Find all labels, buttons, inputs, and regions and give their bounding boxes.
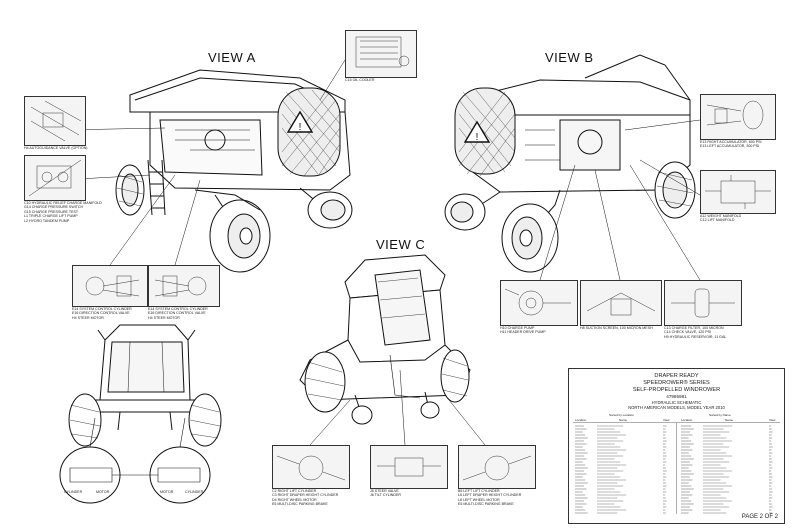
autoguidance-caption: H4 AUTOGUIDANCE VALVE (OPTION) [24, 146, 88, 150]
front-left-label-a: CYLINDER [64, 490, 83, 494]
page-number: PAGE 2 OF 2 [741, 514, 778, 520]
part-number: 47985981 [666, 394, 687, 399]
charge-pump-detail [500, 280, 578, 326]
oil-cooler-detail [345, 30, 417, 78]
view-c-windrower-drawing [299, 254, 471, 425]
caption-line: J5 STEER VALVE [370, 489, 399, 493]
accumulator-detail [700, 94, 776, 140]
view-a-title: VIEW A [208, 50, 256, 65]
right-wheel-motor-detail [272, 445, 350, 489]
sorted-by-location-heading: Sorted by Location [609, 413, 635, 417]
caption-line: E16 DIRECTION CONTROL VALVE [148, 311, 206, 316]
view-c-title: VIEW C [376, 237, 426, 252]
caption-line: E14 SYSTEM CONTROL CYLINDER [72, 307, 132, 311]
caption-line: C3 RIGHT DRAPER HEIGHT CYLINDER [272, 493, 339, 498]
title-line-2: SPEEDROWER® SERIES [643, 380, 710, 386]
view-a-windrower-drawing: ! [115, 69, 353, 273]
view-b-windrower-drawing: ! [444, 54, 696, 273]
suction-screen-detail [580, 280, 662, 326]
caption-line: H4 STEER MOTOR [148, 315, 180, 320]
charge-filter-detail [664, 280, 742, 326]
steer-motor-captions-left: E14 SYSTEM CONTROL CYLINDER E16 DIRECTIO… [72, 307, 132, 320]
title-line-6: NORTH AMERICAN MODELS, MODEL YEAR 2010 [628, 405, 725, 410]
suction-screen-caption: H8 SUCTION SCREEN, 100 MICRON MESH [580, 326, 653, 330]
caption-line: C2 RIGHT LIFT CYLINDER [272, 489, 317, 493]
col-location-left: Location [575, 418, 587, 422]
col-view-right: View [769, 418, 776, 422]
caption-line: E13 RIGHT ACCUMULATOR, 600 PSI [700, 140, 762, 144]
steer-motor-captions-right: E14 SYSTEM CONTROL CYLINDER E16 DIRECTIO… [148, 307, 208, 320]
caption-line: D4 RIGHT WHEEL MOTOR [272, 497, 317, 502]
charge-pump-captions: H10 CHARGE PUMP H11 HEADER DRIVE PUMP [500, 326, 546, 335]
oil-cooler-caption: C15 OIL COOLER [345, 78, 375, 82]
caption-line: B5 LEFT LIFT CYLINDER [458, 489, 500, 493]
caption-line: C14 CHECK VALVE, 120 PSI [664, 330, 712, 335]
lift-manifold-captions: A12 WEIGHT MANIFOLD C12 LIFT MANIFOLD [700, 214, 741, 223]
svg-text:!: ! [476, 132, 479, 143]
view-b-title: VIEW B [545, 50, 594, 65]
caption-line: J6 TILT CYLINDER [370, 493, 401, 498]
caption-line: H10 CHARGE PUMP [500, 326, 535, 330]
caption-line: G15 CHARGE PRESSURE TEST [24, 209, 79, 214]
caption-line: L6 LEFT DRAPER HEIGHT CYLINDER [458, 493, 522, 498]
caption-line: L8 LEFT WHEEL MOTOR [458, 497, 500, 502]
left-wheel-motor-captions: B5 LEFT LIFT CYLINDER L6 LEFT DRAPER HEI… [458, 489, 521, 507]
parts-table-rows [573, 422, 780, 514]
caption-line: H9 HYDRAULIC RESERVOIR, 11 GAL [664, 334, 727, 339]
caption-line: H4 STEER MOTOR [72, 315, 104, 320]
left-wheel-motor-detail [458, 445, 536, 489]
steer-valve-captions: J5 STEER VALVE J6 TILT CYLINDER [370, 489, 401, 498]
caption-line: H11 HEADER DRIVE PUMP [500, 330, 546, 335]
col-view-left: View [663, 418, 670, 422]
col-name-left: Name [619, 418, 628, 422]
sorted-by-name-heading: Sorted by Name [709, 413, 731, 417]
leader-lines [59, 59, 701, 446]
accumulator-captions: E13 RIGHT ACCUMULATOR, 600 PSI E13 LEFT … [700, 140, 762, 149]
charge-manifold-captions: C10 HYDRAULIC RELIEF CHARGE MANIFOLD G14… [24, 201, 102, 223]
front-view-cab-drawing [59, 324, 222, 504]
caption-line: C10 HYDRAULIC RELIEF CHARGE MANIFOLD [24, 201, 102, 205]
caption-line: C13 CHARGE FILTER, 100 MICRON [664, 326, 724, 330]
caption-line: E5 MULTI-DISC PARKING BRAKE [272, 502, 328, 507]
lift-manifold-detail [700, 170, 776, 214]
svg-text:!: ! [299, 122, 302, 133]
caption-line: G14 CHARGE PRESSURE SWITCH [24, 205, 84, 210]
autoguidance-detail [24, 96, 86, 146]
caption-line: E13 LEFT ACCUMULATOR, 300 PSI [700, 144, 760, 149]
front-left-label-b: MOTOR [96, 490, 110, 494]
caption-line: L1 TRIPLE CHARGE LIFT PUMP [24, 214, 78, 219]
caption-line: C12 LIFT MANIFOLD [700, 218, 735, 223]
right-wheel-motor-captions: C2 RIGHT LIFT CYLINDER C3 RIGHT DRAPER H… [272, 489, 338, 507]
front-right-label-a: MOTOR [160, 490, 174, 494]
title-line-1: DRAPER READY [654, 373, 699, 379]
caption-line: A12 WEIGHT MANIFOLD [700, 214, 742, 218]
charge-filter-captions: C13 CHARGE FILTER, 100 MICRON C14 CHECK … [664, 326, 726, 339]
caption-line: E16 DIRECTION CONTROL VALVE [72, 311, 130, 316]
caption-line: E5 MULTI-DISC PARKING BRAKE [458, 502, 514, 507]
front-right-label-b: CYLINDER [185, 490, 204, 494]
caption-line: E14 SYSTEM CONTROL CYLINDER [148, 307, 208, 311]
steer-motor-detail-left [72, 265, 148, 307]
col-location-right: Location [681, 418, 693, 422]
steer-valve-detail [370, 445, 448, 489]
col-name-right: Name [725, 418, 734, 422]
title-block: DRAPER READY SPEEDROWER® SERIES SELF-PRO… [568, 368, 785, 524]
title-line-3: SELF-PROPELLED WINDROWER [632, 387, 721, 393]
steer-motor-detail-right [148, 265, 220, 307]
caption-line: L2 HYDRO TANDEM PUMP [24, 218, 70, 223]
charge-manifold-detail [24, 155, 86, 201]
title-line-5: HYDRAULIC SCHEMATIC [651, 400, 702, 405]
